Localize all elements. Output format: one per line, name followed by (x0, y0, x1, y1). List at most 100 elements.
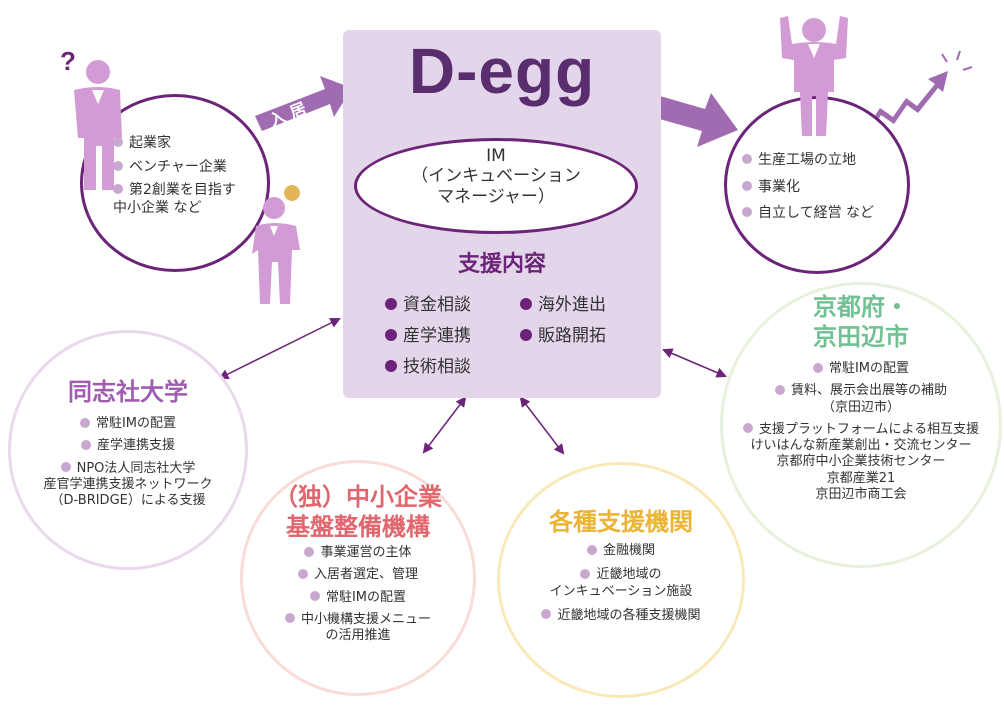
confused-person-icon: ? (60, 46, 122, 190)
list-item: 近畿地域の インキュベーション施設 (505, 567, 737, 600)
list-item-label: ベンチャー企業 (129, 158, 227, 175)
connector-kyoto (662, 348, 727, 378)
bullet-dot (113, 184, 123, 194)
bullet-dot (309, 591, 320, 601)
list-item-label: 金融機関 (602, 543, 655, 558)
support-orgs-circle (497, 462, 745, 698)
doshisha-circle (8, 330, 248, 570)
list-item: 起業家 (113, 135, 236, 153)
connector-support-orgs (519, 396, 565, 455)
support-list-left: 資金相談 産学連携 技術相談 (385, 290, 471, 383)
list-item-label: NPO法人同志社大学 産官学連携支援ネットワーク （D-BRIDGE）による支援 (43, 460, 213, 509)
list-item-label: 近畿地域の各種支援機関 (557, 607, 701, 623)
support-orgs-list: 金融機関 近畿地域の インキュベーション施設 近畿地域の各種支援機関 (505, 543, 737, 632)
bullet-dot (586, 544, 597, 555)
entry-arrow (255, 76, 352, 131)
list-item-label: 常駐IMの配置 (828, 361, 910, 376)
support-item: 産学連携 (385, 321, 471, 352)
growth-arrow-icon (862, 71, 948, 139)
list-item-label: 起業家 (129, 135, 171, 151)
list-item-label: 常駐IMの配置 (95, 416, 177, 431)
bullet-dot (742, 180, 752, 191)
list-item: ベンチャー企業 (113, 159, 236, 177)
list-item: 常駐IMの配置 (250, 590, 466, 606)
list-item-label: 自立して経営 など (758, 205, 875, 221)
thinking-person-icon (252, 185, 300, 304)
list-item-label: 第2創業を目指す 中小企業 など (113, 182, 236, 216)
list-item-label: 支援プラットフォームによる相互支援 けいはんな新産業創出・交流センター 京都府中… (750, 421, 980, 502)
support-item: 海外進出 (520, 290, 606, 321)
bullet-dot (385, 360, 397, 372)
support-item-label: 資金相談 (403, 295, 471, 315)
list-item-label: 中小機構支援メニュー の活用推進 (300, 611, 431, 643)
svg-text:?: ? (60, 46, 76, 76)
bullet-dot (742, 154, 752, 164)
bullet-dot (520, 298, 532, 310)
doshisha-list: 常駐IMの配置 産学連携支援 NPO法人同志社大学 産官学連携支援ネットワーク … (14, 416, 242, 515)
kyoto-list: 常駐IMの配置 賃料、展示会出展等の補助 （京田辺市） 支援プラットフォームによ… (724, 361, 998, 509)
support-item-label: 海外進出 (538, 295, 606, 315)
support-list-right: 海外進出 販路開拓 (520, 290, 606, 352)
bullet-dot (541, 609, 552, 620)
list-item-label: 事業化 (758, 178, 800, 195)
im-line: （インキュベーション (411, 166, 581, 187)
list-item-label: 生産工場の立地 (758, 152, 856, 168)
list-item: 金融機関 (505, 543, 737, 559)
support-item-label: 販路開拓 (538, 326, 606, 346)
bullet-dot (385, 329, 397, 341)
list-item: 近畿地域の各種支援機関 (505, 608, 737, 624)
smrj-circle (240, 460, 476, 696)
entrants-list: 起業家 ベンチャー企業 第2創業を目指す 中小企業 など (113, 135, 236, 223)
support-item: 技術相談 (385, 352, 471, 383)
list-item: 賃料、展示会出展等の補助 （京田辺市） (724, 383, 998, 416)
bullet-dot (304, 546, 315, 557)
bullet-dot (60, 462, 71, 472)
list-item: 事業運営の主体 (250, 545, 466, 561)
bullet-dot (284, 613, 295, 624)
connector-doshisha (218, 318, 341, 379)
list-item: 産学連携支援 (14, 438, 242, 454)
degg-title: D-egg (408, 35, 596, 107)
list-item: 第2創業を目指す 中小企業 など (113, 182, 236, 217)
bullet-dot (520, 329, 532, 341)
list-item-label: 事業運営の主体 (320, 545, 412, 560)
list-item-label: 賃料、展示会出展等の補助 （京田辺市） (790, 383, 947, 415)
im-ellipse (354, 138, 638, 234)
list-item: 自立して経営 など (742, 205, 874, 223)
outcome-arrow (656, 93, 738, 147)
support-item: 資金相談 (385, 290, 471, 321)
list-item: 生産工場の立地 (742, 152, 874, 170)
list-item: 支援プラットフォームによる相互支援 けいはんな新産業創出・交流センター 京都府中… (724, 422, 998, 503)
cheering-person-icon (780, 16, 848, 136)
im-label: IM （インキュベーション マネージャー） (354, 146, 638, 207)
support-title: 支援内容 (457, 252, 546, 277)
smrj-title: （独）中小企業 基盤整備機構 (274, 483, 442, 541)
sparkle-icon (941, 50, 973, 71)
im-line: マネージャー） (437, 186, 555, 207)
outcomes-list: 生産工場の立地 事業化 自立して経営 など (742, 152, 874, 232)
support-orgs-title: 各種支援機関 (549, 508, 693, 536)
list-item: 常駐IMの配置 (14, 416, 242, 432)
support-item-label: 産学連携 (403, 326, 471, 346)
bullet-dot (113, 137, 123, 147)
smrj-list: 事業運営の主体 入居者選定、管理 常駐IMの配置 中小機構支援メニュー の活用推… (250, 545, 466, 650)
list-item-label: 産学連携支援 (96, 438, 175, 454)
list-item-label: 入居者選定、管理 (313, 567, 418, 583)
doshisha-title: 同志社大学 (68, 378, 188, 406)
bullet-dot (385, 298, 397, 310)
list-item: 常駐IMの配置 (724, 361, 998, 377)
bullet-dot (80, 439, 91, 450)
bullet-dot (812, 362, 823, 373)
kyoto-title: 京都府・ 京田辺市 (813, 293, 909, 351)
list-item-label: 常駐IMの配置 (325, 589, 407, 605)
bullet-dot (297, 568, 308, 579)
list-item: NPO法人同志社大学 産官学連携支援ネットワーク （D-BRIDGE）による支援 (14, 461, 242, 510)
bullet-dot (79, 417, 90, 428)
list-item: 事業化 (742, 179, 874, 197)
list-item: 中小機構支援メニュー の活用推進 (250, 612, 466, 645)
bullet-dot (774, 384, 785, 395)
list-item-label: 近畿地域の インキュベーション施設 (549, 567, 693, 599)
bullet-dot (580, 568, 591, 579)
kyoto-circle (720, 282, 1002, 568)
